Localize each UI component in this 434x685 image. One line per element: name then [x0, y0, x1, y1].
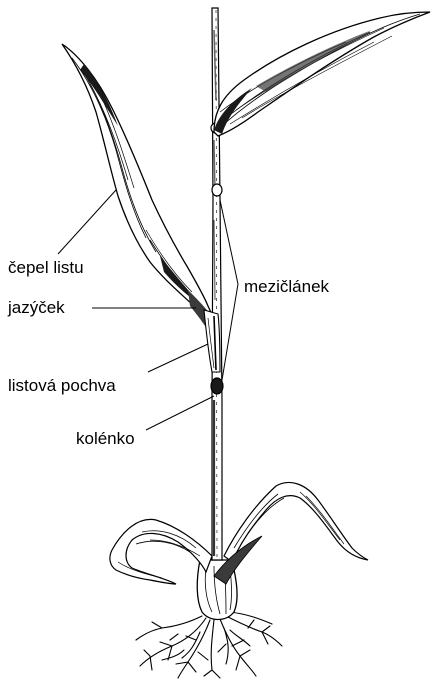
- roots: [136, 612, 282, 678]
- label-sheath: listová pochva: [8, 377, 116, 394]
- label-ligule: jazýček: [8, 299, 65, 316]
- leader-internode-bottom: [222, 284, 238, 380]
- stem: [212, 8, 222, 560]
- leader-sheath: [148, 344, 208, 372]
- upper-left-leaf: [62, 44, 218, 340]
- label-blade: čepel listu: [8, 259, 84, 276]
- leader-node: [146, 396, 214, 430]
- leader-internode-top: [220, 200, 238, 284]
- label-node: kolénko: [76, 430, 135, 447]
- label-internode: mezičlánek: [244, 278, 329, 295]
- leader-blade: [58, 190, 116, 254]
- lower-left-leaf: [110, 519, 212, 584]
- leaf-sheath: [204, 310, 220, 372]
- upper-right-leaf: [214, 12, 430, 136]
- lower-right-leaf: [214, 482, 368, 584]
